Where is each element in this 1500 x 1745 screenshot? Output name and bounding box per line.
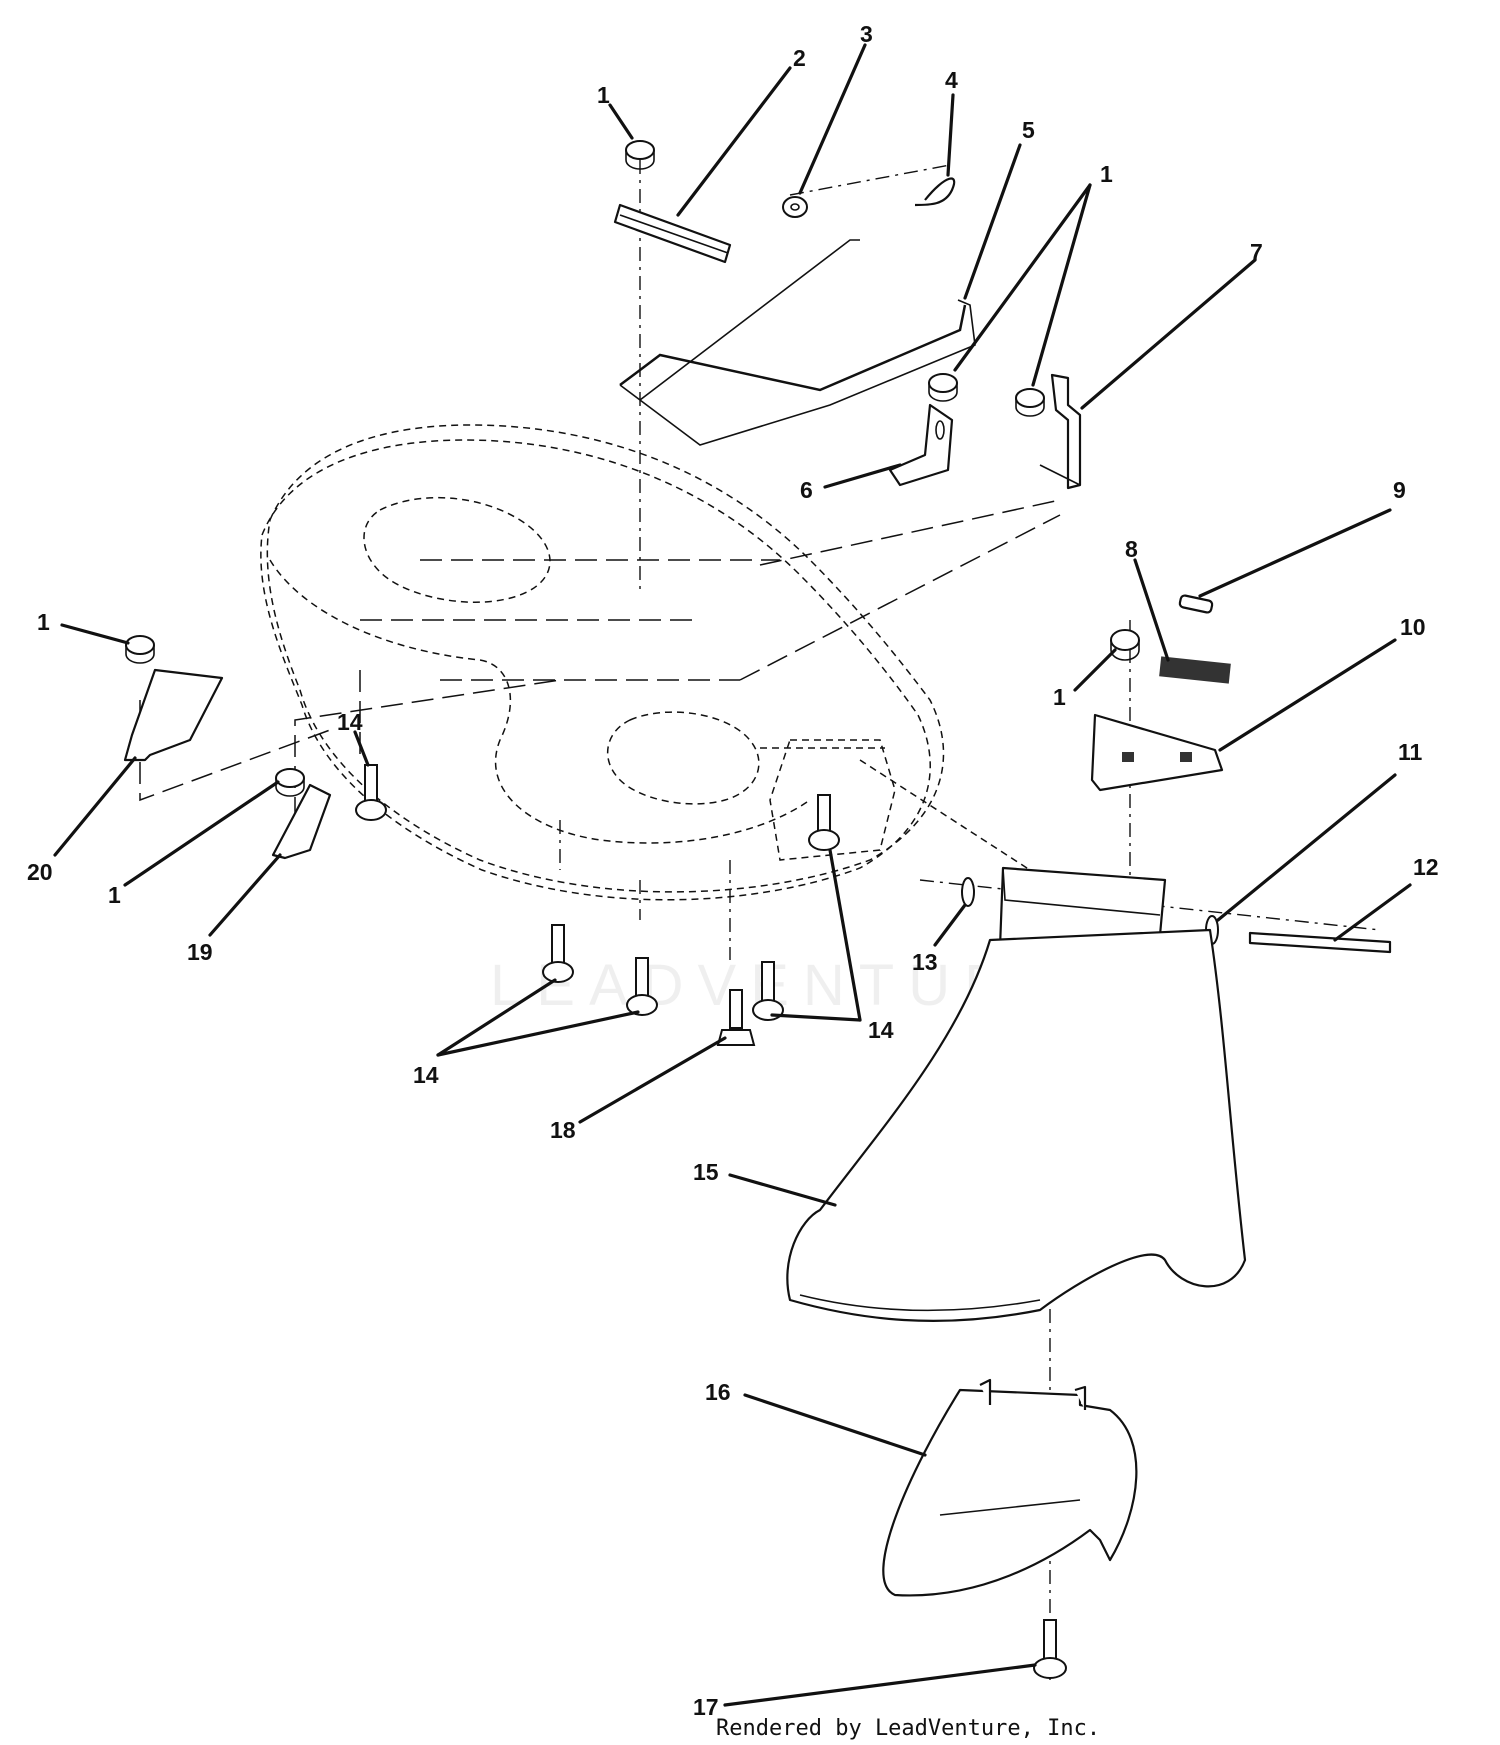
callout-part-1: 1 [1100,161,1113,187]
nut-part-1-mid-left [275,768,305,797]
bolt-part-14-deck [808,794,840,851]
callout-part-5: 5 [1022,117,1035,143]
washer-part-3 [782,196,808,218]
callout-part-19: 19 [187,939,213,965]
bracket-part-20 [123,668,224,762]
pin-part-9 [1178,594,1214,614]
hairpin-clip-part-4 [914,177,956,207]
bracket-part-19 [271,783,332,860]
callout-part-4: 4 [945,67,958,93]
callout-part-16: 16 [705,1379,731,1405]
nut-part-1-spring [1110,629,1140,661]
rod-part-7 [1039,373,1082,490]
callout-part-18: 18 [550,1117,576,1143]
callout-part-1: 1 [597,82,610,108]
washer-part-13 [961,877,975,907]
carriage-bolt-part-18 [716,989,756,1046]
mower-deck-outline [260,424,945,901]
callout-part-8: 8 [1125,536,1138,562]
nut-part-1-top [625,140,655,170]
nut-part-1-right-a [928,373,958,402]
leader-lines [53,43,1412,1707]
deflector-part-16 [882,1378,1138,1597]
spring-part-8 [1159,656,1231,684]
callout-part-13: 13 [912,949,938,975]
nut-part-1-left [125,635,155,664]
bolt-part-14-a [542,924,574,983]
bolt-part-14-left [355,764,387,821]
callout-part-11: 11 [1398,739,1423,765]
bracket-part-2 [613,203,732,264]
callout-part-14: 14 [413,1062,439,1088]
callout-part-9: 9 [1393,477,1406,503]
callout-part-1: 1 [1053,684,1066,710]
callout-part-17: 17 [693,1694,719,1720]
callout-part-1: 1 [37,609,50,635]
bracket-part-10 [1090,713,1224,792]
callout-part-3: 3 [860,21,873,47]
callout-part-7: 7 [1250,239,1263,265]
callout-part-12: 12 [1413,854,1439,880]
bolt-part-14-b [626,957,658,1016]
callout-part-14: 14 [337,709,363,735]
callout-part-20: 20 [27,859,53,885]
assembly-lines [139,160,1381,1680]
nut-part-1-right-b [1015,388,1045,417]
bracket-part-6 [888,403,954,487]
callout-part-15: 15 [693,1159,719,1185]
render-credit: Rendered by LeadVenture, Inc. [716,1716,1100,1741]
bolt-part-17 [1033,1619,1067,1679]
discharge-chute-part-15 [786,928,1247,1322]
wire-handle-part-5 [619,239,976,446]
rod-part-12 [1248,931,1392,954]
callout-part-2: 2 [793,45,806,71]
callout-part-6: 6 [800,477,813,503]
callout-part-14: 14 [868,1017,894,1043]
callout-part-1: 1 [108,882,121,908]
callout-part-10: 10 [1400,614,1426,640]
